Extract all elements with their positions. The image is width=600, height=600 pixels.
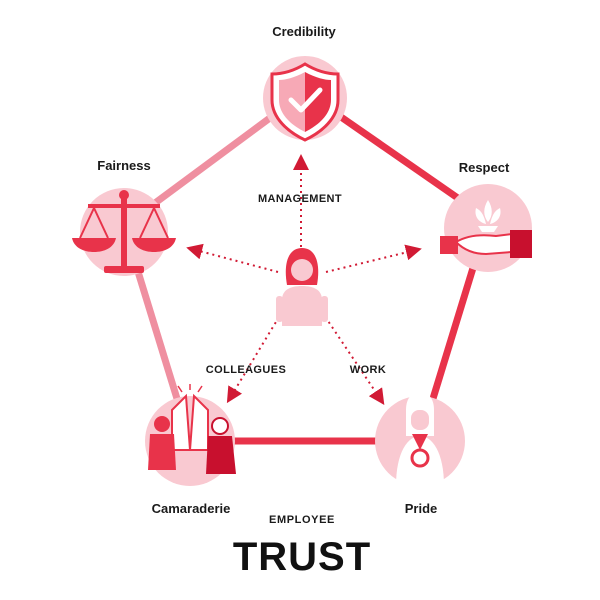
lotus-hand-icon <box>440 200 532 258</box>
high-five-icon <box>148 384 236 474</box>
arrow-to-fairness <box>186 243 279 273</box>
colleagues-label: COLLEAGUES <box>206 364 286 376</box>
credibility-label: Credibility <box>272 24 336 39</box>
pride-label: Pride <box>405 501 438 516</box>
respect-label: Respect <box>459 160 510 175</box>
relationship-arrows <box>186 154 422 405</box>
work-label: WORK <box>350 364 386 376</box>
employee-person-icon <box>276 248 328 326</box>
balance-scale-icon <box>72 190 176 273</box>
management-label: MANAGEMENT <box>258 193 342 205</box>
arrow-to-respect <box>325 244 422 273</box>
arrow-to-pride <box>321 311 385 405</box>
trust-title: TRUST <box>233 535 371 579</box>
fairness-label: Fairness <box>97 158 150 173</box>
medal-person-icon <box>396 392 444 486</box>
shield-check-icon <box>270 62 340 142</box>
employee-label: EMPLOYEE <box>269 514 335 526</box>
camaraderie-label: Camaraderie <box>152 501 231 516</box>
arrow-to-camaraderie <box>226 311 283 404</box>
